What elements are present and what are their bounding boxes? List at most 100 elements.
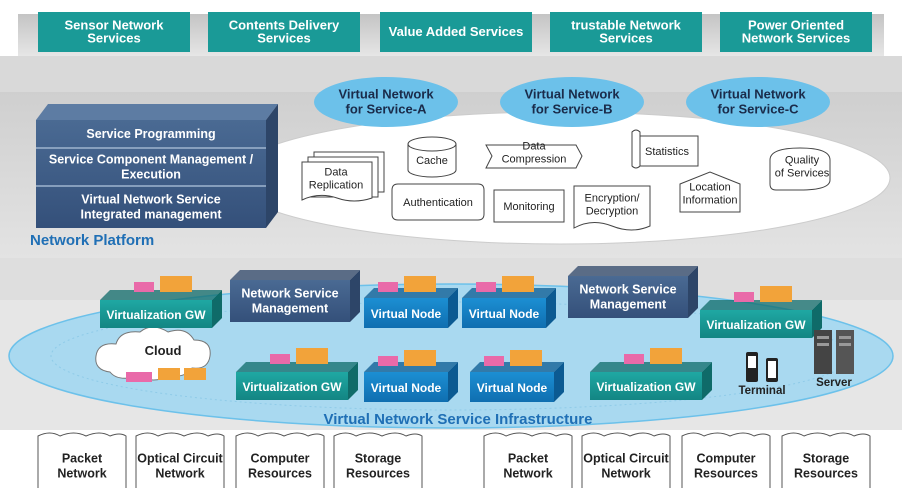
encryption-label-line1: Encryption/ (584, 193, 640, 205)
nsm-label-2-line1: Network Service (579, 283, 676, 297)
virtual-node-label-1: Virtual Node (371, 307, 442, 321)
resource-label-1-line2: Network (57, 467, 106, 481)
infrastructure-label: Virtual Network Service Infrastructure (324, 411, 593, 428)
service-label-5-line2: Network Services (742, 31, 850, 46)
virtualization-gw-label-2: Virtualization GW (242, 380, 342, 394)
resource-label-2-line2: Network (155, 467, 204, 481)
virtual-network-label-3-line1: Virtual Network (710, 87, 806, 102)
service-label-2-line2: Services (257, 31, 311, 46)
monitoring-shape (493, 189, 565, 223)
location-label-line1: Location (689, 182, 731, 194)
authentication-shape (391, 183, 485, 221)
virtual-node-3: Virtual Node (364, 350, 458, 402)
cloud-label: Cloud (145, 343, 182, 358)
network-platform-label: Network Platform (30, 232, 154, 249)
resource-label-5-line2: Network (503, 467, 552, 481)
terminal-icon (746, 352, 778, 382)
virtual-network-label-3-line2: for Service-C (718, 102, 800, 117)
quality-shape (769, 147, 831, 191)
resource-label-4-line1: Storage (355, 452, 402, 466)
cloud-contents: Cloud (126, 343, 206, 382)
resource-label-4-line2: Resources (346, 467, 410, 481)
stack-label-2-line1: Service Component Management / (49, 153, 254, 167)
statistics-label: Statistics (645, 146, 690, 158)
resource-label-3-line1: Computer (250, 452, 309, 466)
service-label-1-line2: Services (87, 31, 141, 46)
virtual-network-label-1-line1: Virtual Network (338, 87, 434, 102)
virtualization-gw-label-1: Virtualization GW (106, 308, 206, 322)
encryption-label-line2: Decryption (586, 206, 639, 218)
service-label-5-line1: Power Oriented (748, 18, 844, 33)
cache-shape (407, 136, 457, 178)
service-label-4-line1: trustable Network (571, 18, 682, 33)
monitoring-label: Monitoring (503, 201, 554, 213)
data-replication-label-line1: Data (324, 167, 348, 179)
virtual-node-4: Virtual Node (470, 350, 564, 402)
data-compression-shape (485, 144, 583, 169)
authentication-label: Authentication (403, 197, 473, 209)
data-compression-label-line1: Data (522, 141, 546, 153)
location-label-line2: Information (682, 195, 737, 207)
virtual-node-label-3: Virtual Node (371, 381, 442, 395)
service-label-2-line1: Contents Delivery (229, 18, 340, 33)
virtual-node-label-2: Virtual Node (469, 307, 540, 321)
virtual-network-label-2-line1: Virtual Network (524, 87, 620, 102)
cache-label: Cache (416, 155, 448, 167)
encryption-shape (573, 185, 651, 231)
virtual-network-label-2-line2: for Service-B (532, 102, 613, 117)
resource-label-3-line2: Resources (248, 467, 312, 481)
resource-label-1-line1: Packet (62, 452, 103, 466)
virtualization-gw-label-4: Virtualization GW (706, 318, 806, 332)
service-label-1-line1: Sensor Network (65, 18, 165, 33)
virtualization-gw-1: Virtualization GW (100, 276, 222, 328)
nsm-label-2-line2: Management (590, 298, 667, 312)
resource-label-8-line1: Storage (803, 452, 850, 466)
virtualization-gw-label-3: Virtualization GW (596, 380, 696, 394)
terminal-label: Terminal (738, 385, 785, 397)
virtualization-gw-3: Virtualization GW (590, 348, 712, 400)
virtualization-gw-4: Virtualization GW (700, 286, 822, 338)
location-shape (679, 171, 741, 213)
service-label-4-line2: Services (599, 31, 653, 46)
resource-label-7-line2: Resources (694, 467, 758, 481)
server-icon (814, 330, 854, 374)
statistics-shape (631, 129, 699, 169)
virtual-node-label-4: Virtual Node (477, 381, 548, 395)
resource-label-8-line2: Resources (794, 467, 858, 481)
quality-label-line2: of Services (775, 168, 830, 180)
data-replication-label-line2: Replication (309, 180, 363, 192)
service-box-3: Value Added Services (380, 12, 532, 52)
virtual-network-label-1-line2: for Service-A (346, 102, 428, 117)
stack-label-2-line2: Execution (121, 168, 181, 182)
stack-label-1-line1: Service Programming (86, 127, 215, 141)
resource-label-2-line1: Optical Circuit (137, 452, 223, 466)
stack-label-3-line1: Virtual Network Service (81, 193, 220, 207)
resource-label-7-line1: Computer (696, 452, 755, 466)
resource-label-5-line1: Packet (508, 452, 549, 466)
service-label-3-line1: Value Added Services (389, 24, 524, 39)
quality-label-line1: Quality (785, 155, 820, 167)
nsm-label-1-line1: Network Service (241, 287, 338, 301)
data-compression-label-line2: Compression (502, 154, 567, 166)
virtual-node-1: Virtual Node (364, 276, 458, 328)
data-replication-shape (301, 151, 385, 202)
server-label: Server (816, 377, 852, 389)
